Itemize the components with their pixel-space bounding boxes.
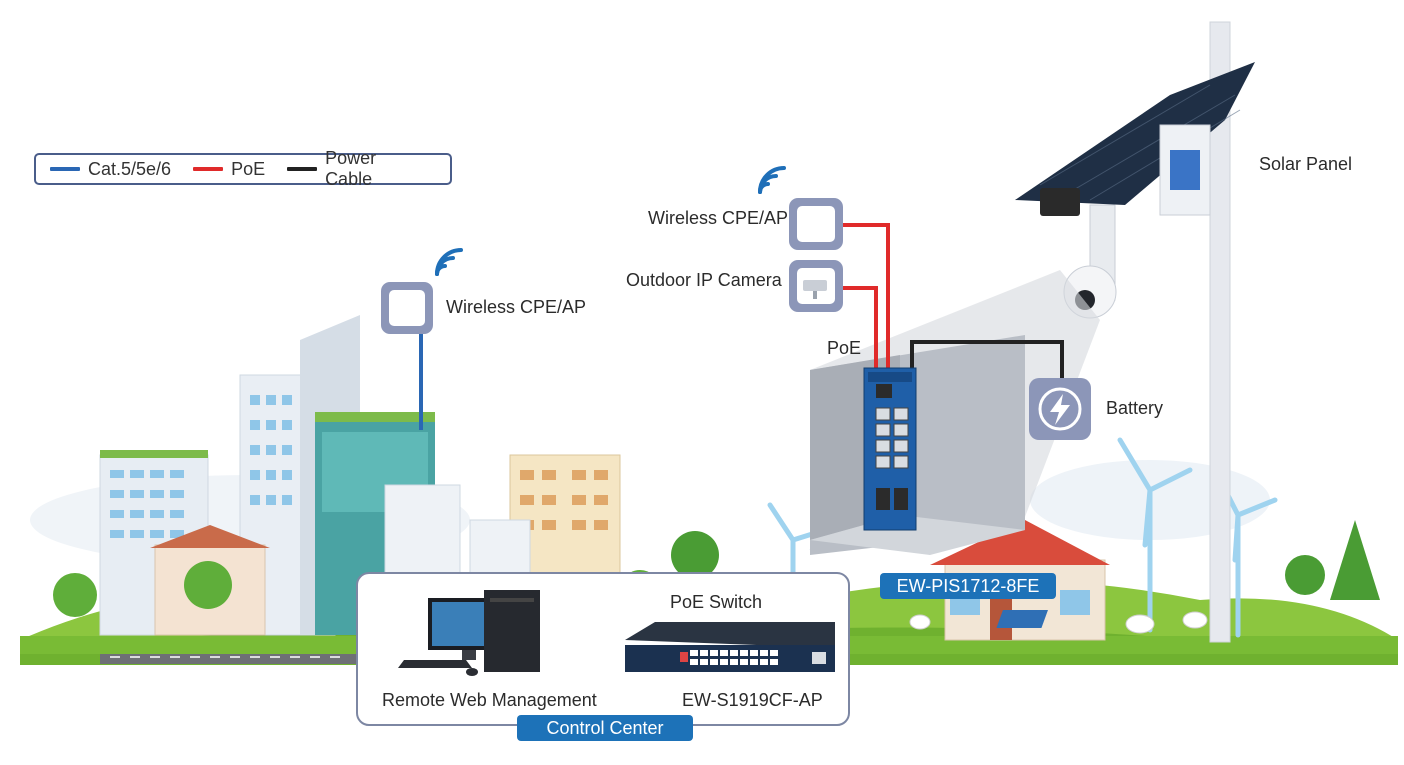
outdoor-camera-label: Outdoor IP Camera bbox=[626, 270, 782, 290]
poe-label: PoE bbox=[827, 338, 862, 358]
legend-item-cat: Cat.5/5e/6 bbox=[50, 159, 171, 180]
legend-label-power: Power Cable bbox=[325, 148, 377, 189]
battery-tile bbox=[1029, 378, 1091, 440]
battery-label: Battery bbox=[1106, 398, 1164, 418]
control-center-tag: Control Center bbox=[517, 715, 693, 741]
wifi-icon-left bbox=[435, 248, 463, 276]
power-cable-swatch bbox=[287, 167, 318, 171]
power-cable bbox=[910, 340, 1064, 380]
poe-cables bbox=[843, 223, 890, 368]
legend: Cat.5/5e/6 PoE Power Cable bbox=[34, 148, 452, 189]
wireless-ap-left-label: Wireless CPE/AP bbox=[446, 297, 587, 317]
solar-panel-label: Solar Panel bbox=[1259, 154, 1353, 174]
camera-tile bbox=[789, 260, 843, 312]
legend-item-poe: PoE bbox=[193, 159, 265, 180]
industrial-switch-device bbox=[863, 367, 917, 531]
poe-cable-swatch bbox=[193, 167, 224, 171]
remote-management-label: Remote Web Management bbox=[382, 690, 597, 710]
legend-item-power: Power Cable bbox=[287, 148, 428, 190]
lightning-bolt-icon bbox=[1050, 394, 1070, 425]
legend-label-cat: Cat.5/5e/6 bbox=[88, 158, 172, 179]
legend-label-poe: PoE bbox=[231, 158, 266, 179]
wifi-icon-right bbox=[758, 166, 786, 194]
wireless-ap-right-label: Wireless CPE/AP bbox=[648, 208, 789, 228]
industrial-switch-model-tag: EW-PIS1712-8FE bbox=[880, 573, 1056, 599]
enclosure-cube bbox=[810, 335, 1025, 555]
poe-switch-label: PoE Switch bbox=[670, 592, 763, 612]
poe-switch-model-label: EW-S1919CF-AP bbox=[682, 690, 823, 710]
ap-tile-left bbox=[381, 282, 433, 334]
ap-tile-right bbox=[789, 198, 843, 250]
poe-switch-device bbox=[625, 622, 835, 672]
cat-cable-swatch bbox=[50, 167, 80, 171]
computer-icon bbox=[398, 590, 540, 676]
